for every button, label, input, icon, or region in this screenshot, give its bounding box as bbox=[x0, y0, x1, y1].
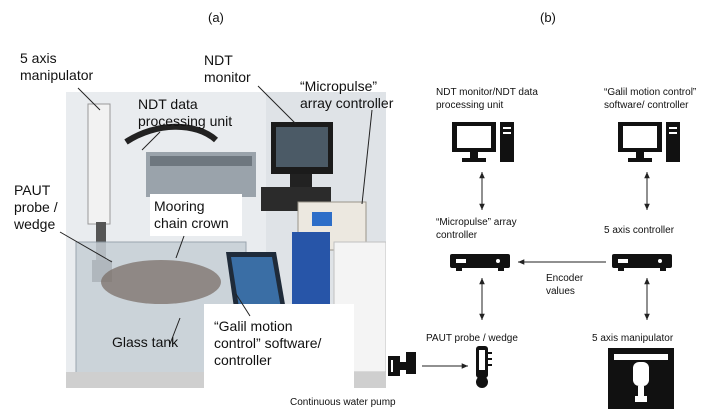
manipulator-icon bbox=[608, 348, 674, 409]
label-axis-controller: 5 axis controller bbox=[604, 225, 675, 236]
cable-chain bbox=[124, 123, 219, 145]
probe-wedge-icon bbox=[476, 346, 492, 388]
label-axis-manipulator: 5 axis manipulator bbox=[592, 333, 674, 344]
label-galil-software: “Galil motion control”software/ controll… bbox=[604, 87, 697, 111]
callout-micropulse: “Micropulse”array controller bbox=[300, 78, 394, 111]
mooring-chain bbox=[101, 260, 221, 304]
label-paut-probe: PAUT probe / wedge bbox=[426, 333, 518, 344]
panel-label-a: (a) bbox=[208, 10, 224, 25]
water-pump-icon bbox=[388, 352, 416, 376]
controller-box-icon bbox=[612, 254, 672, 271]
computer-icon bbox=[618, 122, 680, 162]
computer-icon bbox=[452, 122, 514, 162]
controller-box-icon bbox=[450, 254, 510, 271]
panel-label-b: (b) bbox=[540, 10, 556, 25]
label-water-pump: Continuous water pump bbox=[290, 397, 396, 408]
callout-glass-tank: Glass tank bbox=[112, 334, 179, 350]
system-schematic bbox=[388, 122, 680, 409]
